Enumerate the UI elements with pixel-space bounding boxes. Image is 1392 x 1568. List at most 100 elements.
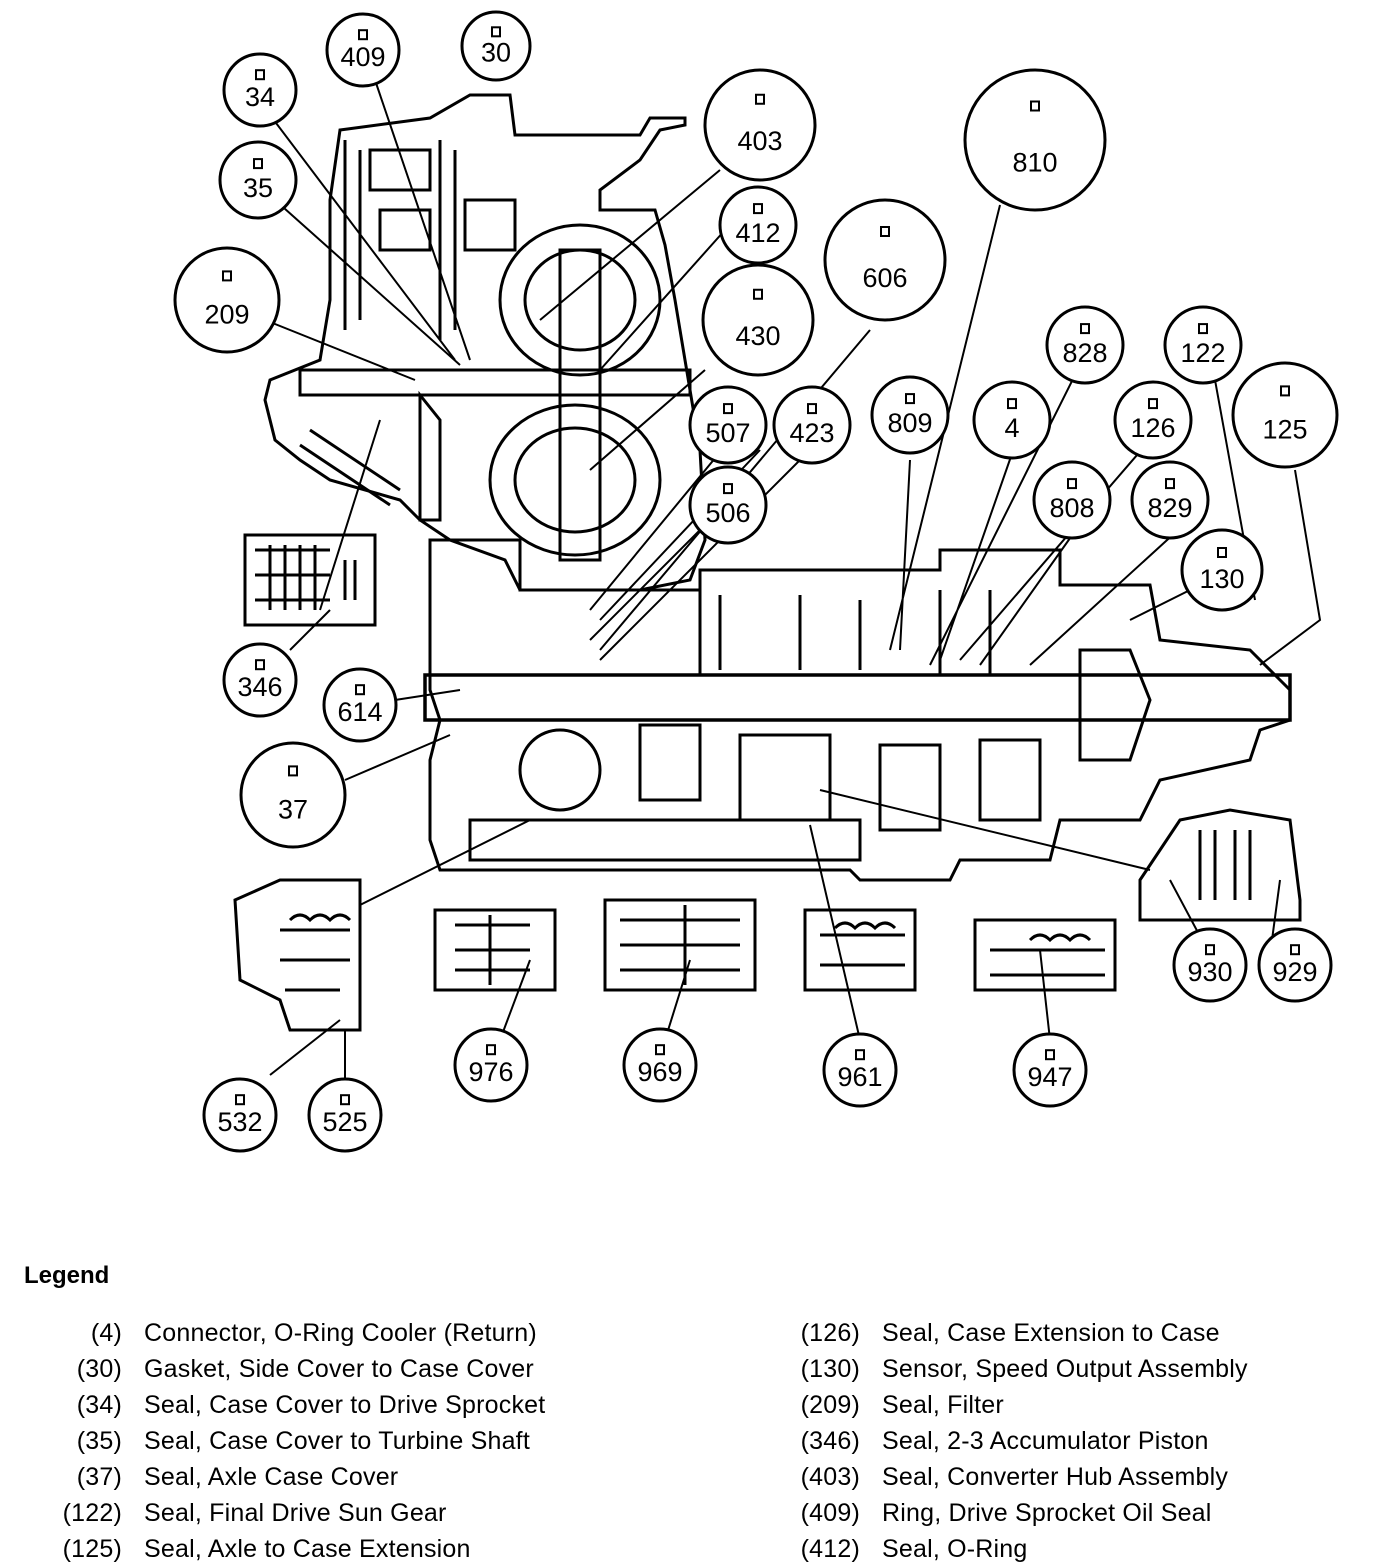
legend-item: (409)Ring, Drive Sprocket Oil Seal	[788, 1495, 1248, 1531]
legend-description: Seal, Case Cover to Turbine Shaft	[144, 1426, 530, 1455]
seal-profile-icon	[235, 1094, 245, 1106]
callout-969: 969	[622, 1027, 698, 1103]
legend-item: (126)Seal, Case Extension to Case	[788, 1315, 1248, 1351]
callout-number: 507	[705, 418, 750, 448]
seal-profile-icon	[1007, 398, 1017, 410]
callout-number: 412	[735, 218, 780, 248]
seal-profile-icon	[486, 1044, 496, 1056]
callout-circle	[688, 385, 768, 465]
legend-description: Seal, 2-3 Accumulator Piston	[882, 1426, 1209, 1455]
callout-126: 126	[1113, 380, 1193, 460]
callout-circle	[963, 68, 1107, 212]
seal-profile-icon	[880, 226, 890, 237]
legend-item: (125)Seal, Axle to Case Extension	[50, 1531, 545, 1567]
callout-34: 34	[222, 52, 298, 128]
legend-ref-number: (30)	[76, 1354, 122, 1383]
callout-number: 126	[1130, 413, 1175, 443]
legend-description: Seal, Final Drive Sun Gear	[144, 1498, 447, 1527]
seal-profile-icon	[255, 69, 265, 81]
callout-number: 808	[1049, 493, 1094, 523]
callout-961: 961	[822, 1032, 898, 1108]
callout-number: 37	[278, 794, 308, 824]
callout-number: 34	[245, 82, 275, 112]
seal-profile-icon	[807, 403, 817, 415]
callout-number: 828	[1062, 338, 1107, 368]
legend-description: Connector, O-Ring Cooler (Return)	[144, 1318, 537, 1347]
seal-profile-icon	[255, 659, 265, 671]
callout-circle	[218, 140, 298, 220]
legend-ref-number: (130)	[800, 1354, 860, 1383]
legend-item: (34) Seal, Case Cover to Drive Sprocket	[50, 1387, 545, 1423]
callout-number: 35	[243, 173, 273, 203]
legend-right-column: (126)Seal, Case Extension to Case (130) S…	[788, 1315, 1248, 1567]
callout-409: 409	[325, 12, 401, 88]
callout-number: 506	[705, 498, 750, 528]
legend-ref-number: (409)	[800, 1498, 860, 1527]
callout-number: 430	[735, 321, 780, 351]
seal-profile-icon	[288, 765, 298, 777]
callout-828: 828	[1045, 305, 1125, 385]
callout-number: 532	[217, 1107, 262, 1137]
legend-ref-number: (34)	[76, 1390, 122, 1419]
callout-circle	[307, 1077, 383, 1153]
legend-left-column: (4)Connector, O-Ring Cooler (Return) (30…	[50, 1315, 546, 1567]
callout-circle	[1113, 380, 1193, 460]
legend-description: Seal, O-Ring	[882, 1534, 1028, 1563]
callout-829: 829	[1130, 460, 1210, 540]
callout-number: 829	[1147, 493, 1192, 523]
callout-number: 810	[1012, 148, 1057, 178]
seal-profile-icon	[753, 288, 763, 300]
seal-profile-icon	[253, 158, 263, 170]
callout-35: 35	[218, 140, 298, 220]
seal-profile-icon	[1080, 323, 1090, 335]
legend-item: (4)Connector, O-Ring Cooler (Return)	[50, 1315, 545, 1351]
callout-614: 614	[322, 667, 398, 743]
legend-item: (403)Seal, Converter Hub Assembly	[788, 1459, 1248, 1495]
seal-profile-icon	[340, 1094, 350, 1106]
callout-532: 532	[202, 1077, 278, 1153]
legend-description: Sensor, Speed Output Assembly	[882, 1354, 1248, 1383]
seal-profile-icon	[1217, 547, 1227, 558]
seal-profile-icon	[1030, 100, 1040, 112]
seal-profile-icon	[1198, 323, 1208, 335]
callout-810: 810	[963, 68, 1107, 212]
callout-number: 525	[322, 1107, 367, 1137]
legend-description: Seal, Converter Hub Assembly	[882, 1462, 1229, 1491]
callout-circle	[322, 667, 398, 743]
legend-description: Gasket, Side Cover to Case Cover	[144, 1354, 534, 1383]
callout-circle	[1012, 1032, 1088, 1108]
callout-430: 430	[701, 263, 815, 377]
callout-circle	[972, 380, 1052, 460]
callout-circle	[1130, 460, 1210, 540]
legend-ref-number: (412)	[800, 1534, 860, 1563]
seal-profile-icon	[905, 393, 915, 405]
callout-number: 130	[1199, 564, 1244, 594]
callout-423: 423	[772, 385, 852, 465]
legend-description: Seal, Filter	[882, 1390, 1004, 1419]
seal-profile-icon	[723, 483, 733, 495]
callout-number: 209	[204, 299, 249, 329]
callout-number: 976	[468, 1057, 513, 1087]
callout-209: 209	[173, 246, 281, 354]
callout-37: 37	[239, 741, 347, 849]
callout-number: 947	[1027, 1062, 1072, 1092]
callout-number: 4	[1004, 413, 1019, 443]
callout-976: 976	[453, 1027, 529, 1103]
callout-circle	[222, 642, 298, 718]
callout-number: 122	[1180, 338, 1225, 368]
callout-number: 423	[789, 418, 834, 448]
callout-346: 346	[222, 642, 298, 718]
legend-item: (122)Seal, Final Drive Sun Gear	[50, 1495, 545, 1531]
legend-ref-number: (35)	[76, 1426, 122, 1455]
callout-circle	[1045, 305, 1125, 385]
callout-number: 969	[637, 1057, 682, 1087]
seal-profile-icon	[491, 26, 501, 38]
callout-circle	[453, 1027, 529, 1103]
legend-ref-number: (125)	[62, 1534, 122, 1563]
callout-412: 412	[718, 185, 798, 265]
legend-ref-number: (346)	[800, 1426, 860, 1455]
callout-circle	[202, 1077, 278, 1153]
legend-description: Seal, Case Cover to Drive Sprocket	[144, 1390, 546, 1419]
callout-30: 30	[460, 10, 532, 82]
callout-number: 929	[1272, 957, 1317, 987]
